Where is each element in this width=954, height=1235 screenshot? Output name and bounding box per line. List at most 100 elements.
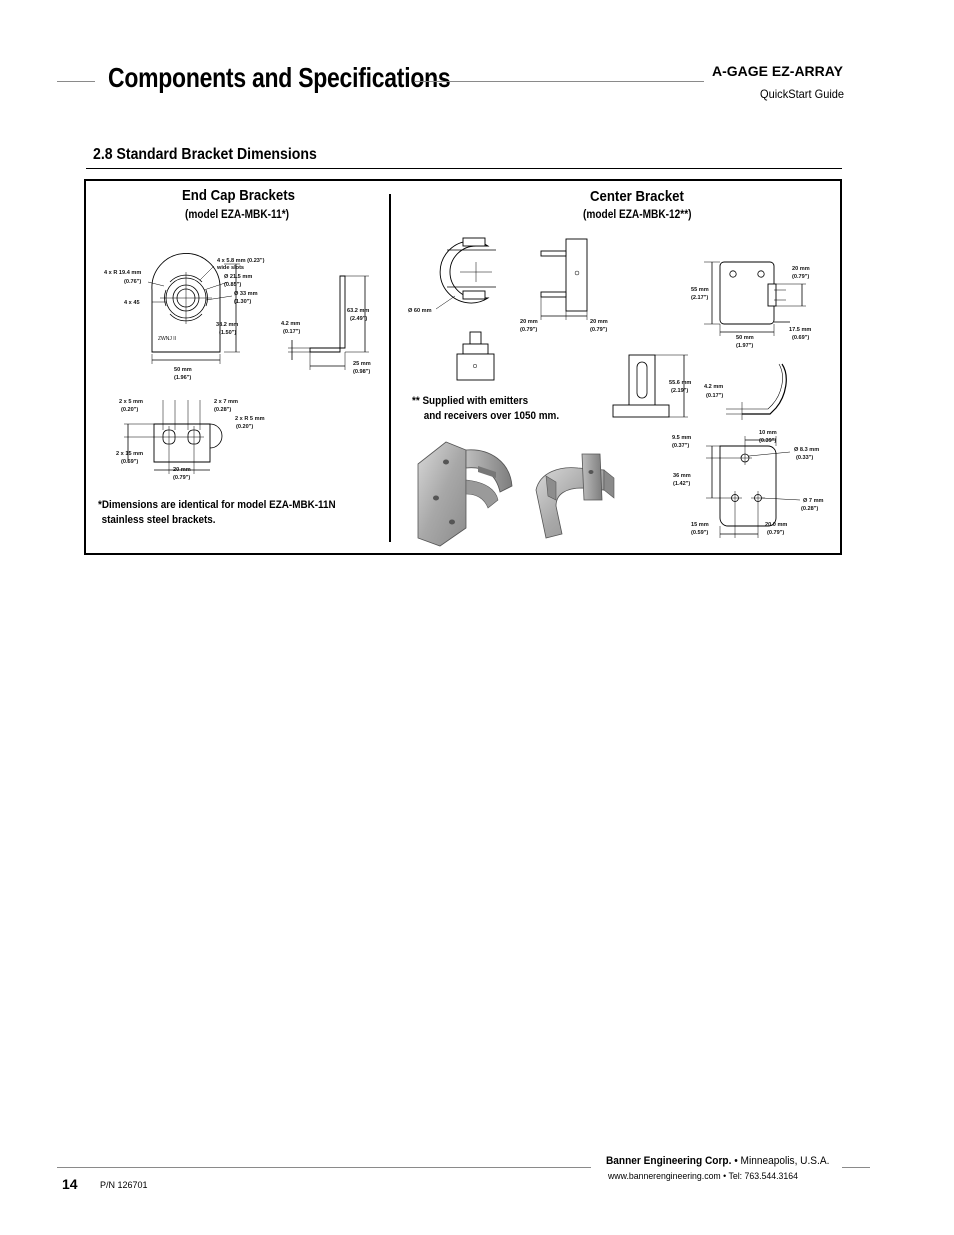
dim-d60: Ø 60 mm <box>408 308 432 314</box>
dim-w15: 15 mm <box>691 522 709 528</box>
dim-cw50: 50 mm <box>736 335 754 341</box>
end-cap-heading: End Cap Brackets <box>182 187 295 204</box>
dim-a20: 20 mm <box>520 319 538 325</box>
center-note: ** Supplied with emitters and receivers … <box>412 394 559 424</box>
end-cap-bracket-render <box>417 441 513 547</box>
dim-w50-in: (1.96") <box>174 375 191 381</box>
dim-s5-in: (0.20") <box>121 407 138 413</box>
dim-w20: 20 mm <box>173 467 191 473</box>
center-front-view <box>704 261 806 336</box>
dim-h632-in: (2.49") <box>350 316 367 322</box>
dim-w175: 17.5 mm <box>789 327 811 333</box>
dim-s5: 2 x 5 mm <box>119 399 143 405</box>
dim-h55-in: (2.17") <box>691 295 708 301</box>
dim-c20-in: (0.79") <box>792 274 809 280</box>
header-rule-left <box>57 81 95 82</box>
center-top-view <box>435 237 496 310</box>
dim-ct42-in: (0.17") <box>706 393 723 399</box>
end-cap-side-view <box>288 275 369 370</box>
dim-d83: Ø 8.3 mm <box>794 447 819 453</box>
dim-r5-in: (0.20") <box>236 424 253 430</box>
product-name: A-GAGE EZ-ARRAY <box>712 63 843 79</box>
section-title: 2.8 Standard Bracket Dimensions <box>93 146 317 163</box>
center-heading: Center Bracket <box>590 188 684 205</box>
dim-d7-in: (0.28") <box>801 506 818 512</box>
dim-d33: Ø 33 mm <box>234 291 258 297</box>
dim-r19-in: (0.76") <box>124 279 141 285</box>
footer-company: Banner Engineering Corp. • Minneapolis, … <box>606 1155 829 1167</box>
header-rule-right <box>414 81 704 82</box>
center-model: (model EZA-MBK-12**) <box>583 209 692 221</box>
part-number: P/N 126701 <box>100 1180 148 1190</box>
dim-w200: 20.0 mm <box>765 522 787 528</box>
dim-slots: 4 x 5.8 mm (0.23") <box>217 258 265 264</box>
company-location: • Minneapolis, U.S.A. <box>731 1155 830 1167</box>
dim-slots2: wide slots <box>216 265 244 271</box>
company-name: Banner Engineering Corp. <box>606 1155 732 1167</box>
dim-b20: 20 mm <box>590 319 608 325</box>
dim-c20: 20 mm <box>792 266 810 272</box>
footer-rule-left <box>57 1167 591 1168</box>
end-cap-footnote-line2: stainless steel brackets. <box>101 514 216 526</box>
dim-h382-in: (1.50") <box>219 330 236 336</box>
dim-t42-in: (0.17") <box>283 329 300 335</box>
center-rear-plate <box>706 436 801 538</box>
dim-d33-in: (1.30") <box>234 299 251 305</box>
center-note-line1: ** Supplied with emitters <box>412 395 529 407</box>
center-note-line2: and receivers over 1050 mm. <box>423 410 560 422</box>
dim-a20-in: (0.79") <box>520 327 537 333</box>
dim-b20-in: (0.79") <box>590 327 607 333</box>
center-bracket-render <box>535 453 615 539</box>
dim-45: 4 x 45 <box>124 300 140 306</box>
dim-h95: 9.5 mm <box>672 435 691 441</box>
dim-d215-in: (0.85") <box>224 282 241 288</box>
end-cap-stamp: ZWNJ II <box>158 336 176 342</box>
dim-h556: 55.6 mm <box>669 380 691 386</box>
dim-s7: 2 x 7 mm <box>214 399 238 405</box>
footer-rule-right <box>842 1167 870 1168</box>
dim-d215: Ø 21.5 mm <box>224 274 252 280</box>
end-cap-footnote-line1: *Dimensions are identical for model EZA-… <box>98 499 336 511</box>
dim-d7: Ø 7 mm <box>803 498 824 504</box>
dim-h556-in: (2.19") <box>671 388 688 394</box>
dim-h382: 38.2 mm <box>216 322 238 328</box>
page-number: 14 <box>62 1176 78 1192</box>
dim-d83-in: (0.33") <box>796 455 813 461</box>
center-mount-tab <box>456 331 495 381</box>
dim-ct42: 4.2 mm <box>704 384 723 390</box>
dim-h55: 55 mm <box>691 287 709 293</box>
dim-s7-in: (0.28") <box>214 407 231 413</box>
dim-r19: 4 x R 19.4 mm <box>104 270 141 276</box>
center-side-view <box>540 238 588 320</box>
page-title: Components and Specifications <box>108 62 451 93</box>
center-wire-profile <box>726 363 787 420</box>
end-cap-footnote: *Dimensions are identical for model EZA-… <box>98 498 336 528</box>
end-cap-bottom-view <box>124 400 223 474</box>
dim-w175-in: (0.69") <box>792 335 809 341</box>
dim-h36: 36 mm <box>673 473 691 479</box>
dim-w10: 10 mm <box>759 430 777 436</box>
dim-h36-in: (1.42") <box>673 481 690 487</box>
center-upright-view <box>612 354 688 418</box>
dim-w10-in: (0.39") <box>759 438 776 444</box>
end-cap-model: (model EZA-MBK-11*) <box>185 209 290 221</box>
dim-h632: 63.2 mm <box>347 308 369 314</box>
dim-w25: 25 mm <box>353 361 371 367</box>
dim-w200-in: (0.79") <box>767 530 784 536</box>
dim-r5: 2 x R 5 mm <box>235 416 265 422</box>
dim-s15-in: (0.59") <box>121 459 138 465</box>
dim-cw50-in: (1.97") <box>736 343 753 349</box>
dim-w15-in: (0.59") <box>691 530 708 536</box>
dim-w25-in: (0.98") <box>353 369 370 375</box>
figure-frame <box>84 179 842 555</box>
dim-t42: 4.2 mm <box>281 321 300 327</box>
section-rule <box>86 168 842 169</box>
dim-w20-in: (0.79") <box>173 475 190 481</box>
dim-s15: 2 x 15 mm <box>116 451 143 457</box>
guide-name: QuickStart Guide <box>760 87 845 101</box>
footer-contact[interactable]: www.bannerengineering.com • Tel: 763.544… <box>608 1171 798 1182</box>
end-cap-front-view: ZWNJ II <box>147 252 240 364</box>
dim-w50: 50 mm <box>174 367 192 373</box>
dim-h95-in: (0.37") <box>672 443 689 449</box>
